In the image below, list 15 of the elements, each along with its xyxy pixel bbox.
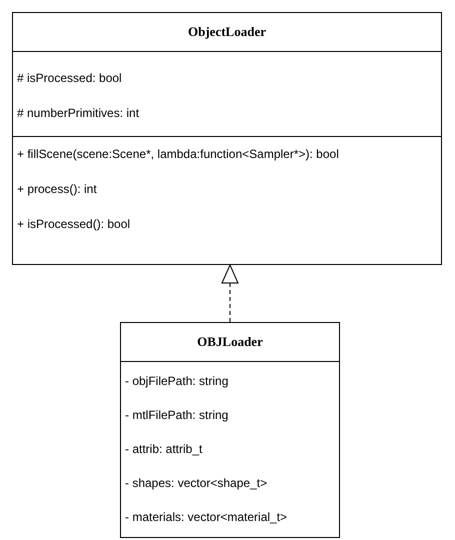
attribute-text: # numberPrimitives: int xyxy=(17,106,140,120)
method-text: + fillScene(scene:Scene*, lambda:function<Sampler*>): bool xyxy=(17,147,339,161)
attribute-text: - objFilePath: string xyxy=(125,374,228,388)
attribute-text: - shapes: vector<shape_t> xyxy=(125,476,268,490)
attribute-text: - materials: vector<material_t> xyxy=(125,510,288,524)
attribute-text: - attrib: attrib_t xyxy=(125,442,202,456)
method-text: + process(): int xyxy=(17,182,97,196)
attribute-text: # isProcessed: bool xyxy=(17,70,122,84)
class-box xyxy=(120,322,340,538)
attribute-text: - mtlFilePath: string xyxy=(125,408,228,422)
class-name: ObjectLoader xyxy=(188,24,266,40)
method-text: + isProcessed(): bool xyxy=(17,216,130,230)
class-box xyxy=(12,12,442,265)
realization-arrow xyxy=(222,264,238,322)
class-name: OBJLoader xyxy=(197,334,263,350)
